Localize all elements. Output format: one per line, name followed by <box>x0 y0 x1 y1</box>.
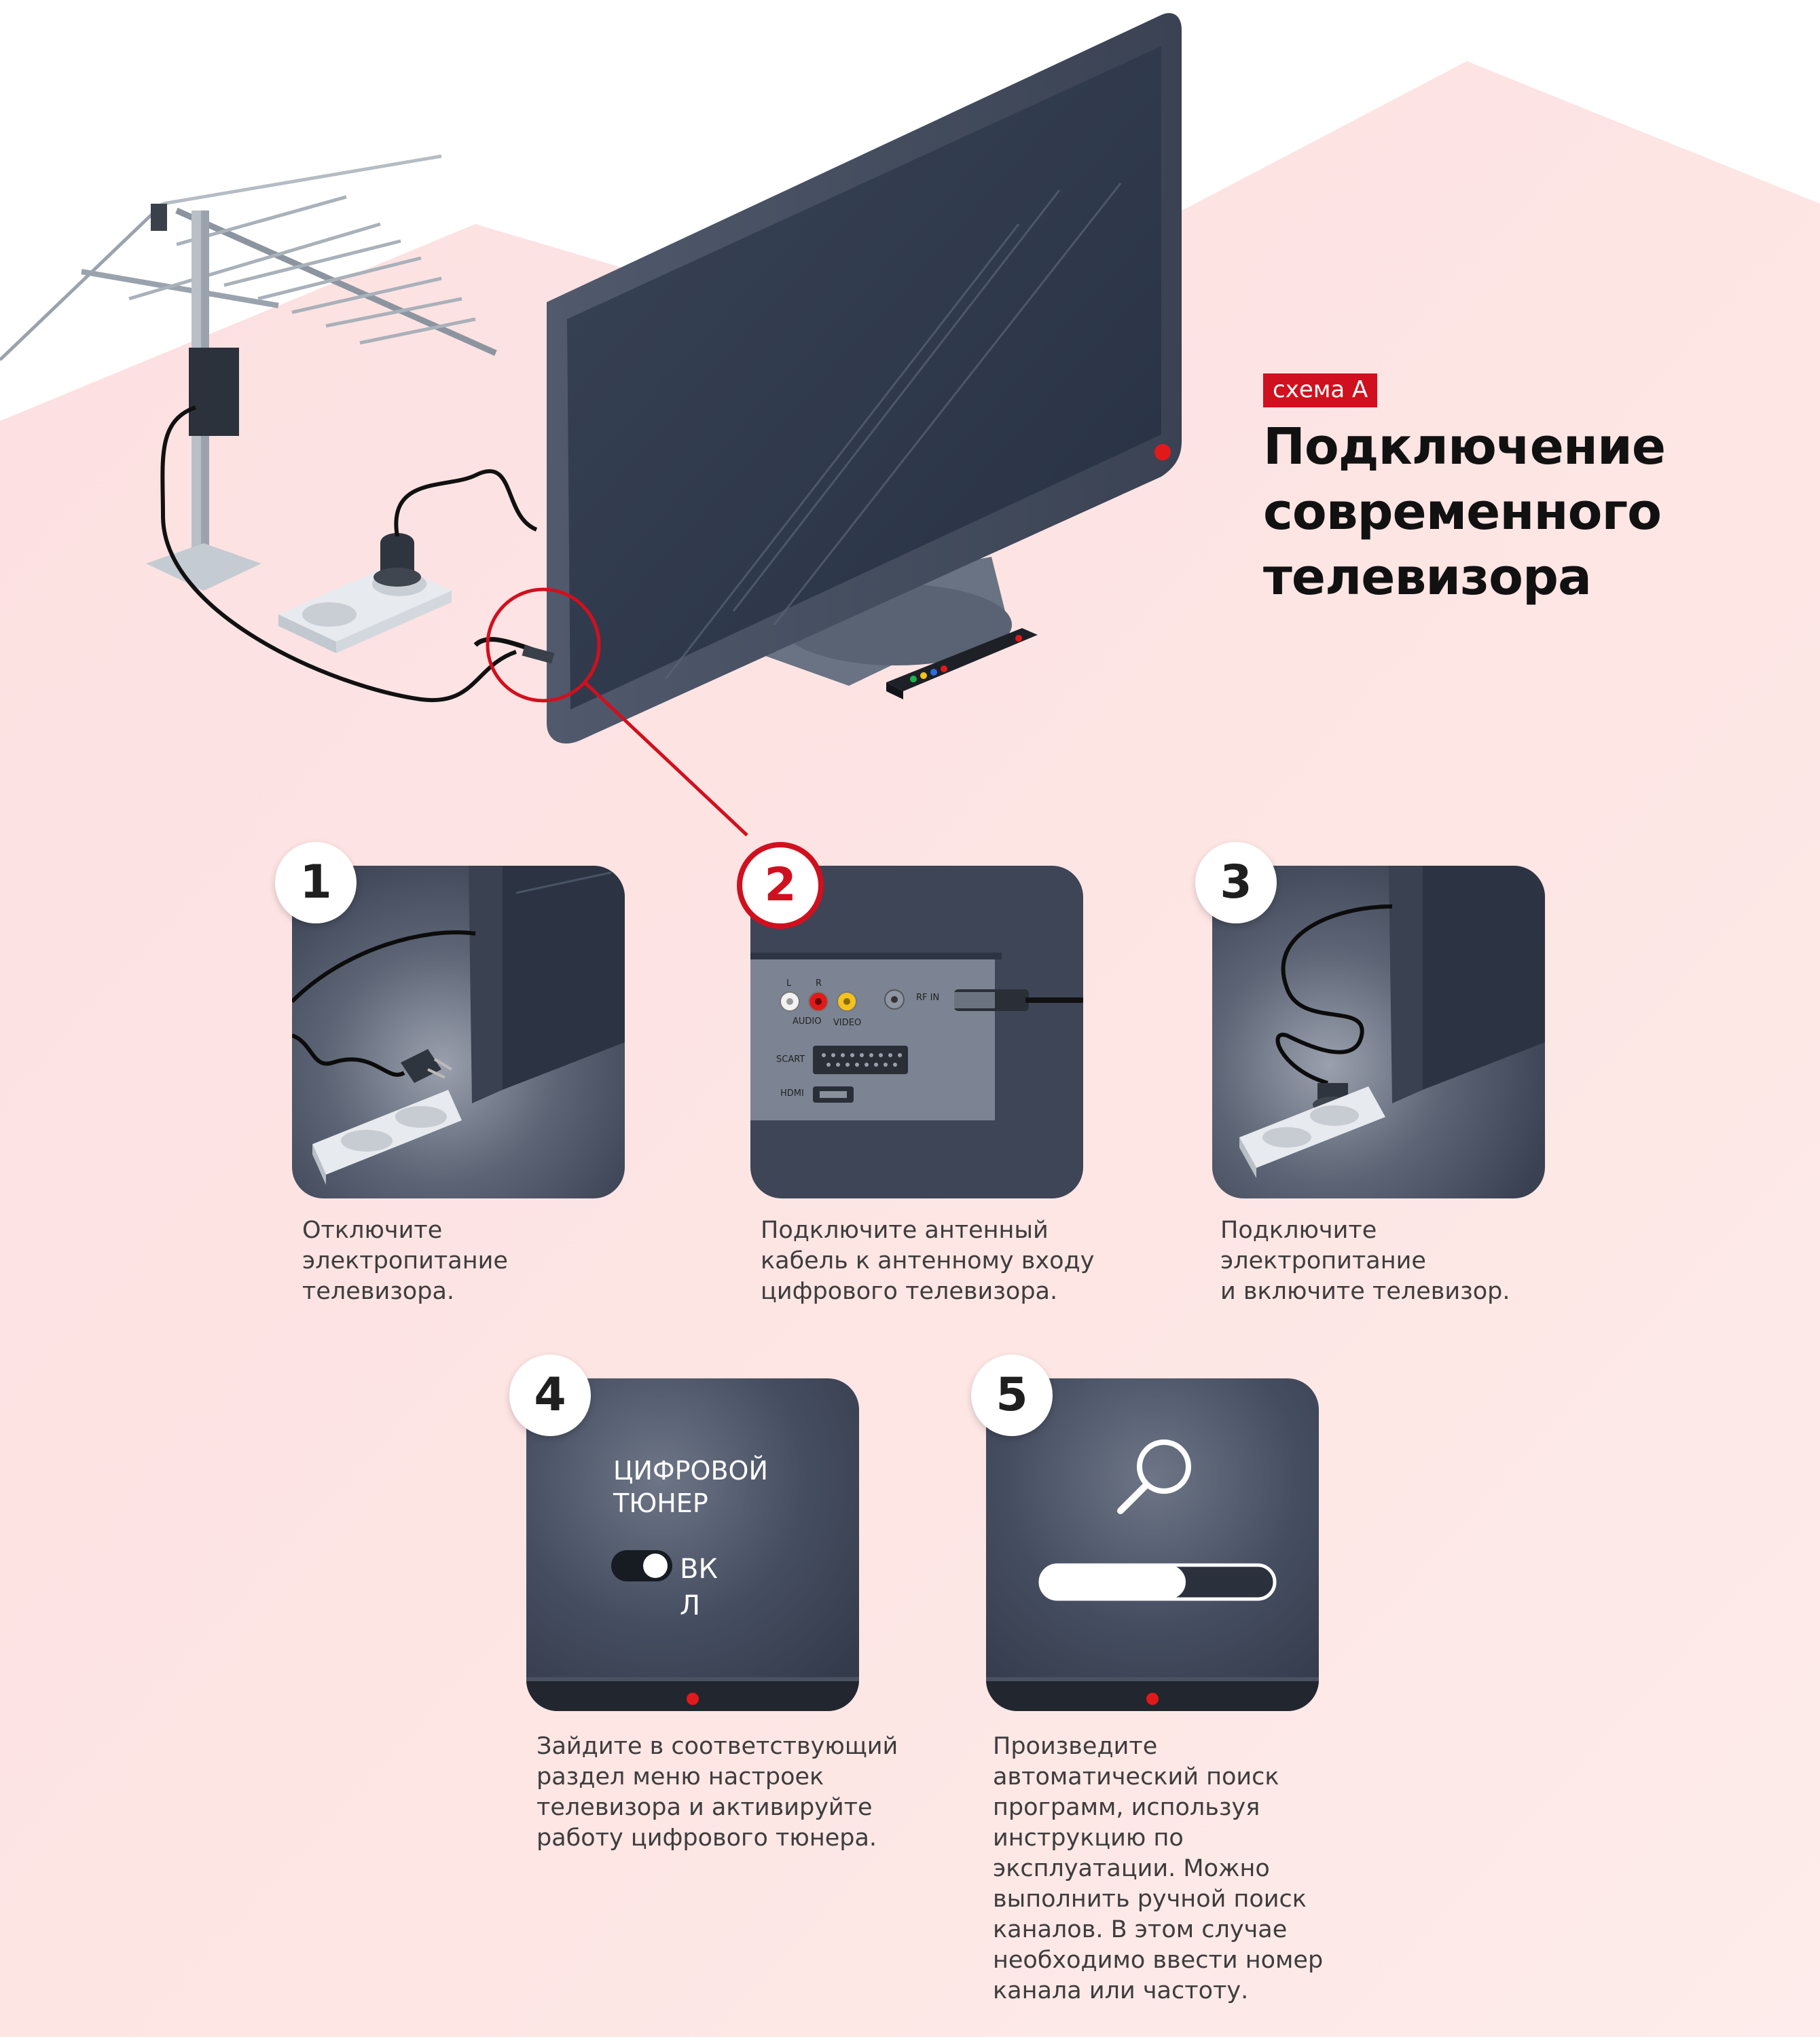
caption-line: электропитание <box>302 1247 508 1274</box>
power-outlet-icon <box>1239 1086 1385 1178</box>
tuner-toggle <box>611 1550 672 1581</box>
step-1-caption: Отключите электропитание телевизора. <box>302 1215 508 1307</box>
tv-icon <box>547 13 1182 744</box>
caption-line: телевизора. <box>302 1278 455 1305</box>
power-outlet-icon <box>278 469 538 653</box>
toggle-state-line: ВК <box>680 1554 718 1585</box>
caption-line: каналов. В этом случае <box>993 1916 1288 1943</box>
caption-line: автоматический поиск <box>993 1763 1279 1791</box>
caption-line: выполнить ручной поиск <box>993 1886 1307 1913</box>
caption-line: раздел меню настроек <box>536 1763 824 1791</box>
step-3-caption: Подключите электропитание и включите тел… <box>1220 1215 1510 1307</box>
search-progress-bar <box>1038 1563 1277 1601</box>
title-line: Подключение <box>1263 418 1666 476</box>
caption-line: Зайдите в соответствующий <box>536 1733 898 1760</box>
step-5-number: 5 <box>971 1355 1053 1436</box>
caption-line: работу цифрового тюнера. <box>536 1824 877 1852</box>
page-title: Подключение современного телевизора <box>1263 414 1793 610</box>
caption-line: необходимо ввести номер <box>993 1947 1324 1974</box>
caption-line: программ, используя <box>993 1794 1260 1821</box>
plug-icon <box>401 1049 453 1083</box>
step-4-caption: Зайдите в соответствующий раздел меню на… <box>536 1731 898 1854</box>
tuner-label: ЦИФРОВОЙ ТЮНЕР <box>613 1454 768 1520</box>
caption-line: цифрового телевизора. <box>761 1278 1058 1305</box>
scheme-tag: схема А <box>1263 373 1378 407</box>
toggle-state-line: Л <box>680 1590 701 1621</box>
step-5-panel <box>986 1378 1319 1711</box>
remote-icon <box>886 628 1038 699</box>
step-2-number: 2 <box>737 842 824 929</box>
caption-line: Подключите антенный <box>761 1217 1049 1244</box>
step-1-number: 1 <box>275 842 357 923</box>
port-label-r: R <box>816 978 822 989</box>
title-line: телевизора <box>1263 548 1592 606</box>
tuner-label-line: ТЮНЕР <box>613 1488 708 1518</box>
caption-line: и включите телевизор. <box>1220 1278 1510 1305</box>
caption-line: телевизора и активируйте <box>536 1794 873 1821</box>
port-label-rf-in: RF IN <box>916 993 940 1003</box>
antenna-icon <box>0 154 517 703</box>
port-label-hdmi: HDMI <box>780 1088 804 1099</box>
magnifier-icon <box>1117 1439 1191 1514</box>
step-1-panel <box>292 866 625 1198</box>
step-2-panel: L R AUDIO VIDEO RF IN SCART HDMI <box>750 866 1083 1198</box>
step-5-caption: Произведите автоматический поиск програм… <box>993 1731 1323 2006</box>
step-4-number: 4 <box>509 1355 591 1436</box>
caption-line: электропитание <box>1220 1247 1426 1274</box>
tuner-toggle-state: ВК Л <box>680 1551 718 1624</box>
port-label-audio: AUDIO <box>793 1016 822 1027</box>
caption-line: инструкцию по <box>993 1824 1184 1852</box>
title-line: современного <box>1263 483 1662 541</box>
caption-line: Подключите <box>1220 1217 1377 1244</box>
step-3-panel <box>1212 866 1545 1198</box>
tuner-label-line: ЦИФРОВОЙ <box>613 1456 768 1486</box>
caption-line: Произведите <box>993 1733 1158 1760</box>
port-label-video: VIDEO <box>833 1018 862 1028</box>
caption-line: кабель к антенному входу <box>761 1247 1095 1274</box>
step-3-number: 3 <box>1195 842 1277 923</box>
caption-line: эксплуатации. Можно <box>993 1855 1270 1882</box>
port-label-l: L <box>786 978 792 989</box>
caption-line: Отключите <box>302 1217 443 1244</box>
power-outlet-icon <box>312 1090 462 1185</box>
port-label-scart: SCART <box>776 1054 805 1065</box>
caption-line: канала или частоту. <box>993 1977 1249 2004</box>
step-2-caption: Подключите антенный кабель к антенному в… <box>761 1215 1094 1307</box>
step-4-panel: ЦИФРОВОЙ ТЮНЕР ВК Л <box>526 1378 859 1711</box>
